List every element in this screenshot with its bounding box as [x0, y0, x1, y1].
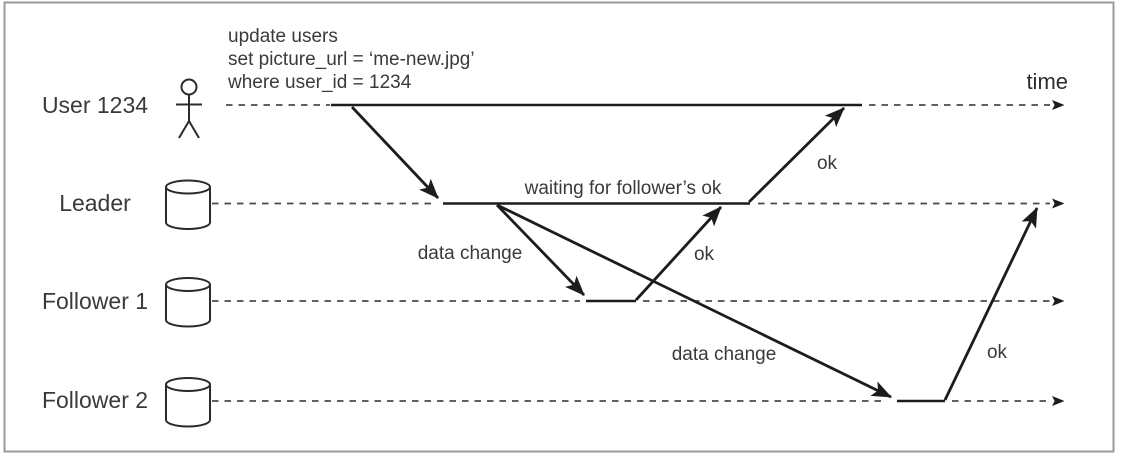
message-label-ok-follower-2: ok	[987, 342, 1008, 363]
timeline-user-1234	[226, 100, 1065, 110]
timeline-follower-2	[212, 396, 1065, 406]
lane-label-user-1234: User 1234	[42, 92, 148, 118]
person-icon	[176, 78, 202, 139]
message-arrow-data-change-to-follower-1	[495, 204, 586, 296]
message-arrow-ok-leader-to-user	[748, 107, 845, 203]
timeline-arrowhead	[1052, 198, 1065, 209]
query-line-3: where user_id = 1234	[227, 72, 412, 93]
timeline-arrowhead	[1052, 396, 1065, 406]
query-line-1: update users	[228, 26, 338, 47]
lane-label-leader: Leader	[59, 190, 131, 216]
message-label-ok-follower-1: ok	[694, 244, 715, 265]
message-arrow-data-change-to-follower-2	[496, 203, 892, 399]
annotation-waiting-for-followers-ok: waiting for follower’s ok	[524, 178, 722, 199]
query-line-2: set picture_url = ‘me-new.jpg’	[228, 49, 475, 70]
message-label-data-change-1: data change	[418, 243, 523, 264]
database-icon-leader	[165, 179, 211, 230]
message-label-data-change-2: data change	[672, 344, 777, 365]
database-icon-follower-2	[165, 377, 211, 428]
timeline-follower-1	[212, 296, 1065, 306]
sql-query-text: update users set picture_url = ‘me-new.j…	[227, 26, 475, 93]
timeline-arrowhead	[1052, 100, 1065, 110]
timeline-arrowhead	[1052, 296, 1065, 306]
time-axis-label: time	[1026, 69, 1068, 94]
message-arrow-ok-follower-2-to-leader	[943, 207, 1039, 401]
message-label-ok-leader-to-user: ok	[817, 153, 838, 174]
message-arrow-ok-follower-1-to-leader	[634, 206, 723, 301]
message-arrow-update-user-to-leader	[350, 106, 440, 199]
database-icon-follower-1	[165, 277, 211, 328]
diagram-border	[3, 1, 1115, 453]
lane-label-follower-1: Follower 1	[42, 288, 148, 314]
lane-label-follower-2: Follower 2	[42, 387, 148, 413]
timeline-leader	[212, 198, 1065, 209]
